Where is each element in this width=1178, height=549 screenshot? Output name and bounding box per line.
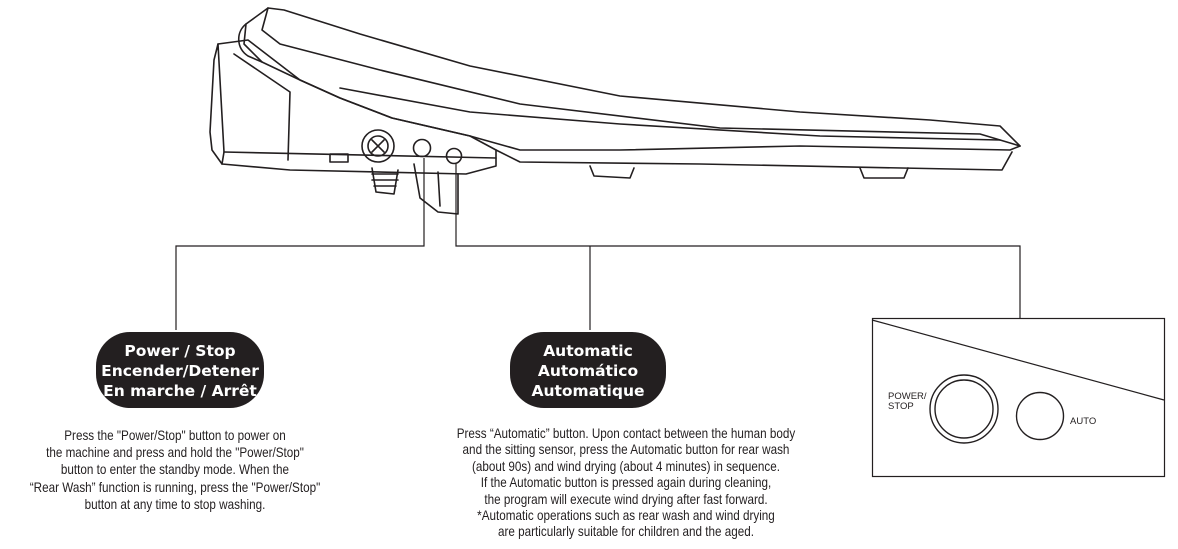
automatic-title-line: Automatic [543,342,633,360]
automatic-title-line: Automatique [531,382,645,400]
seat-lid [243,7,1021,151]
description-line: (about 90s) and wind drying (about 4 min… [471,458,781,474]
panel-power-stop-label: POWER/ STOP [888,392,927,412]
automatic-title-line: Automático [537,362,639,380]
leader-line-power [175,158,425,330]
description-line: button at any time to stop washing. [84,496,266,512]
leader-line-auto [455,164,1021,318]
hinge-cylinder [237,23,263,63]
panel-label-line: POWER/ [888,391,927,402]
power-stop-description: Press the "Power/Stop" button to power o… [25,427,326,513]
description-line: If the Automatic button is pressed again… [480,475,772,491]
automatic-title-badge: Automatic Automático Automatique [510,332,666,408]
description-line: are particularly suitable for children a… [497,524,755,540]
power-stop-title-line: En marche / Arrêt [103,382,257,400]
power-stop-title-line: Power / Stop [124,342,236,360]
description-line: the program will execute wind drying aft… [484,491,768,507]
side-auto-button [445,147,463,165]
seat-foot-left [589,165,635,179]
side-power-button [412,138,432,158]
description-line: and the sitting sensor, press the Automa… [462,442,790,458]
description-line: Press the "Power/Stop" button to power o… [64,428,286,443]
panel-power-stop-button [929,374,999,444]
housing-connector [329,153,349,163]
power-stop-title-line: Encender/Detener [101,362,259,380]
seat-lid-underside [495,149,1013,171]
seat-foot-right [859,167,909,179]
panel-label-line: STOP [888,401,914,412]
description-line: Press “Automatic” button. Upon contact b… [456,426,796,441]
seat-base-housing [209,39,497,175]
housing-inner-line [233,53,291,161]
panel-auto-label: AUTO [1070,416,1097,427]
power-stop-title-badge: Power / Stop Encender/Detener En marche … [96,332,264,408]
description-line: *Automatic operations such as rear wash … [477,508,775,524]
lower-bracket-inner [437,171,441,207]
button-panel-closeup [871,317,1166,478]
seat-rim-line [339,87,1001,141]
description-line: the machine and press and hold the "Powe… [46,445,304,461]
seat-lid-edge [261,7,1021,147]
lower-bracket [413,163,459,215]
description-line: “Rear Wash” function is running, press t… [29,479,321,495]
panel-auto-button [1015,391,1065,441]
description-line: button to enter the standby mode. When t… [60,462,290,478]
housing-front-face [217,43,225,165]
panel-diagonal-edge [871,319,1165,401]
automatic-description: Press “Automatic” button. Upon contact b… [411,426,841,541]
water-valve-knob [361,129,395,163]
housing-bottom-ledge [223,151,497,159]
